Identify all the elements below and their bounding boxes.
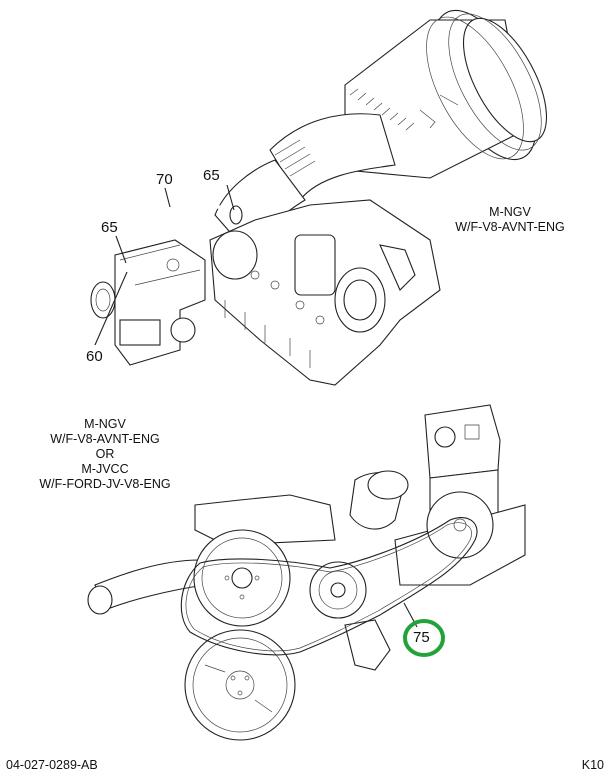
note-line: M-NGV [84,417,126,431]
callout-60[interactable]: 60 [86,348,103,365]
note-line: W/F-V8-AVNT-ENG [455,220,565,234]
callout-70[interactable]: 70 [156,171,173,188]
note-line: W/F-FORD-JV-V8-ENG [39,477,171,491]
highlight-circle-75 [403,619,445,657]
note-line: M-JVCC [81,462,129,476]
air-cleaner-assembly [344,9,548,179]
callout-65-upper[interactable]: 65 [203,167,220,184]
turbo-manifold [209,199,441,386]
page-code: K10 [581,758,604,772]
model-note-bottom: M-NGV W/F-V8-AVNT-ENG OR M-JVCC W/F-FORD… [20,417,190,492]
note-line: M-NGV [489,205,531,219]
callout-75[interactable]: 75 [413,629,430,646]
serpentine-belt [180,517,478,656]
air-compressor [90,239,206,366]
leader-lines-top [94,184,235,346]
drawing-number: 04-027-0289-AB [6,758,98,772]
callout-65-lower[interactable]: 65 [101,219,118,236]
note-line: W/F-V8-AVNT-ENG [50,432,160,446]
engine-front [87,404,526,741]
model-note-top: M-NGV W/F-V8-AVNT-ENG [430,205,590,235]
note-line: OR [95,447,115,461]
